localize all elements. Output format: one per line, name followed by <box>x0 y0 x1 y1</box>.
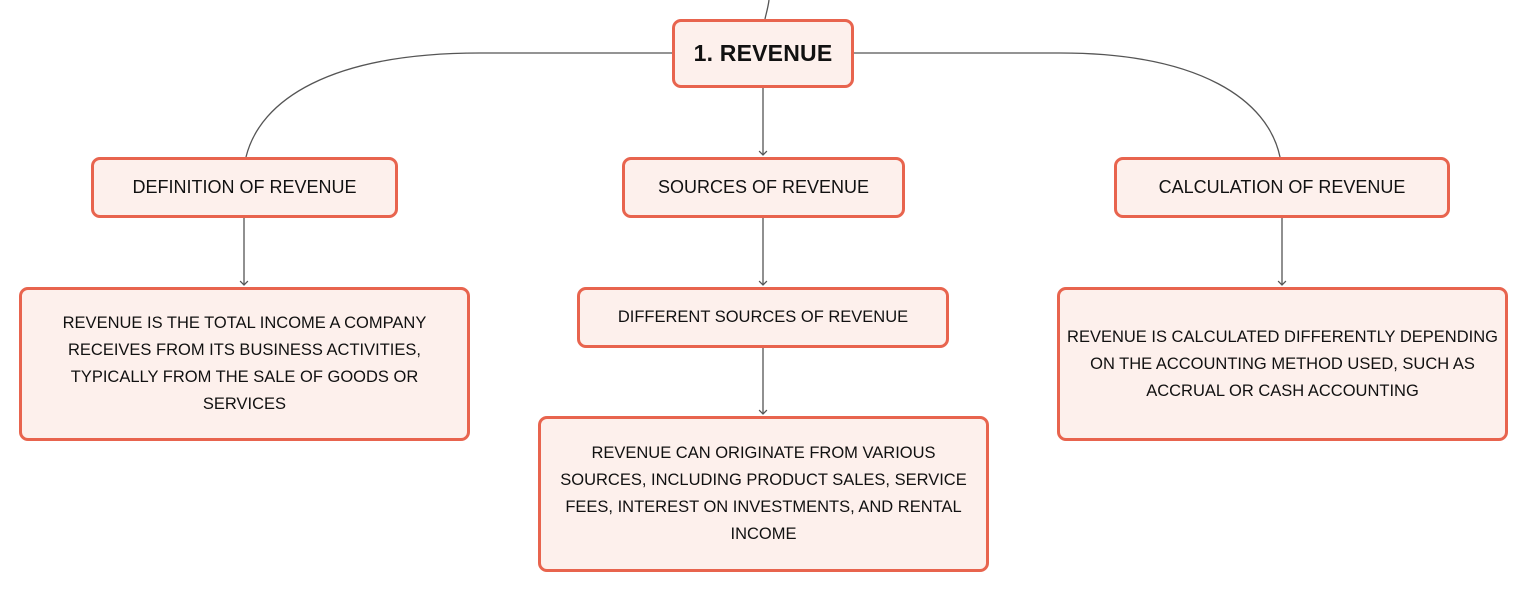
root-node-label: 1. REVENUE <box>693 40 833 66</box>
detail-node-text: REVENUE IS THE TOTAL INCOME A COMPANY RE… <box>62 314 427 413</box>
connector-root-to-calculation <box>854 52 1281 158</box>
incoming-connector <box>764 0 770 20</box>
topic-node-sources[interactable]: SOURCES OF REVENUE <box>622 157 905 218</box>
detail-node-text: REVENUE IS CALCULATED DIFFERENTLY DEPEND… <box>1067 327 1498 400</box>
topic-node-label: SOURCES OF REVENUE <box>657 177 870 197</box>
subtopic-node-label: DIFFERENT SOURCES OF REVENUE <box>617 308 909 326</box>
detail-node-sources[interactable]: REVENUE CAN ORIGINATE FROM VARIOUS SOURC… <box>538 416 989 572</box>
topic-node-label: CALCULATION OF REVENUE <box>1158 177 1406 197</box>
connector-root-to-definition <box>245 52 672 158</box>
root-node-revenue[interactable]: 1. REVENUE <box>672 19 854 88</box>
subtopic-node-different-sources[interactable]: DIFFERENT SOURCES OF REVENUE <box>577 287 949 348</box>
topic-node-calculation[interactable]: CALCULATION OF REVENUE <box>1114 157 1450 218</box>
detail-node-calculation[interactable]: REVENUE IS CALCULATED DIFFERENTLY DEPEND… <box>1057 287 1508 441</box>
topic-node-definition[interactable]: DEFINITION OF REVENUE <box>91 157 398 218</box>
topic-node-label: DEFINITION OF REVENUE <box>132 177 357 197</box>
detail-node-definition[interactable]: REVENUE IS THE TOTAL INCOME A COMPANY RE… <box>19 287 470 441</box>
detail-node-text: REVENUE CAN ORIGINATE FROM VARIOUS SOURC… <box>560 444 967 543</box>
